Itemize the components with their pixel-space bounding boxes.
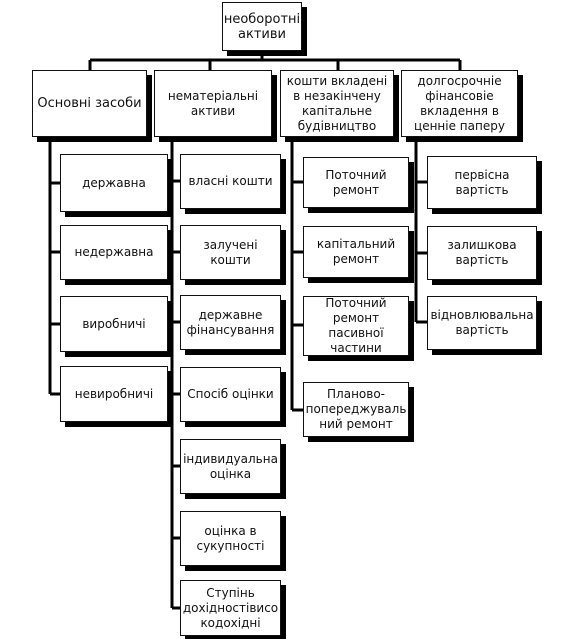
node-state: державна bbox=[60, 154, 168, 212]
node-non-state: недержавна bbox=[60, 225, 168, 280]
node-current-repair: Поточний ремонт bbox=[303, 157, 409, 208]
node-aggregate-valuation: оцінка в сукупності bbox=[180, 511, 281, 566]
node-planned-repair: Планово- попереджуваль ний ремонт bbox=[303, 382, 409, 437]
node-production: виробничі bbox=[60, 296, 168, 352]
root-node: необоротні активи bbox=[222, 2, 302, 51]
node-valuation-method: Спосіб оцінки bbox=[180, 367, 281, 422]
header-construction-investments: кошти вкладені в незакінчену капітальне … bbox=[280, 70, 394, 137]
node-capital-repair: капітальний ремонт bbox=[303, 226, 409, 278]
node-borrowed-funds: залучені кошти bbox=[180, 225, 281, 280]
node-non-production: невиробничі bbox=[60, 366, 168, 422]
node-original-value: первісна вартість bbox=[427, 156, 537, 209]
node-profitability-degree: Ступінь дохідностівисо кодохідні bbox=[180, 580, 281, 636]
node-replacement-value: відновлювальна вартість bbox=[427, 296, 537, 350]
node-state-financing: державне фінансування bbox=[180, 295, 281, 350]
header-intangible-assets: нематеріальні активи bbox=[154, 70, 272, 137]
node-own-funds: власні кошти bbox=[180, 154, 281, 209]
node-passive-repair: Поточний ремонт пасивної частини bbox=[303, 296, 409, 356]
node-residual-value: залишкова вартість bbox=[427, 226, 537, 280]
header-fixed-assets: Основні засоби bbox=[32, 70, 147, 137]
header-long-term-investments: долгосрочніе фінансовіе вкладення в ценн… bbox=[401, 70, 518, 137]
node-individual-valuation: індивидуальна оцінка bbox=[180, 439, 281, 494]
